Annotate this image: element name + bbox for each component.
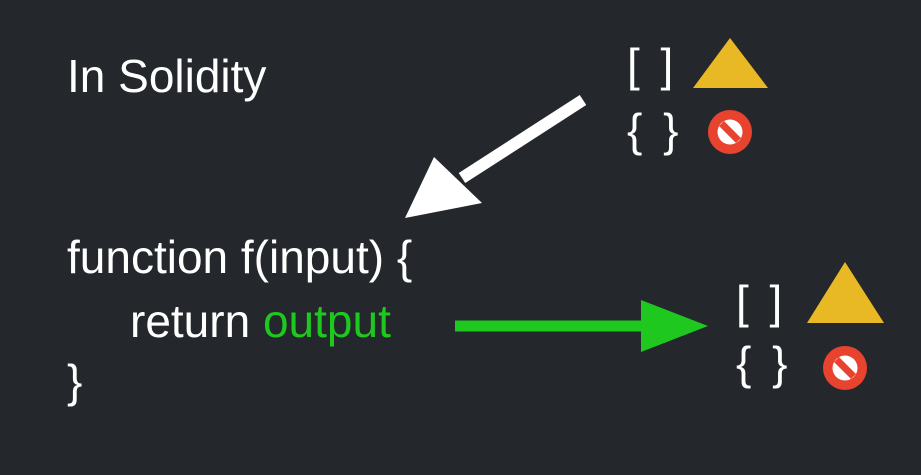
output-word: output [262, 295, 391, 347]
output-object-symbol: { } [736, 337, 792, 389]
input-array-symbol: [ ] [627, 39, 678, 91]
output-array-symbol: [ ] [736, 276, 787, 328]
code-line-return: return output [130, 293, 391, 349]
prohibited-icon [823, 346, 867, 390]
warning-triangle-icon [807, 262, 884, 323]
output-arrow [455, 300, 708, 352]
input-arrow [405, 94, 587, 218]
input-object-symbol: { } [627, 104, 683, 156]
slide-title: In Solidity [67, 50, 267, 102]
warning-triangle-icon [693, 38, 768, 88]
code-line-closing-brace: } [67, 355, 83, 407]
prohibited-icon [708, 110, 752, 154]
code-line-function-signature: function f(input) { [67, 231, 413, 283]
return-keyword: return [130, 295, 263, 347]
